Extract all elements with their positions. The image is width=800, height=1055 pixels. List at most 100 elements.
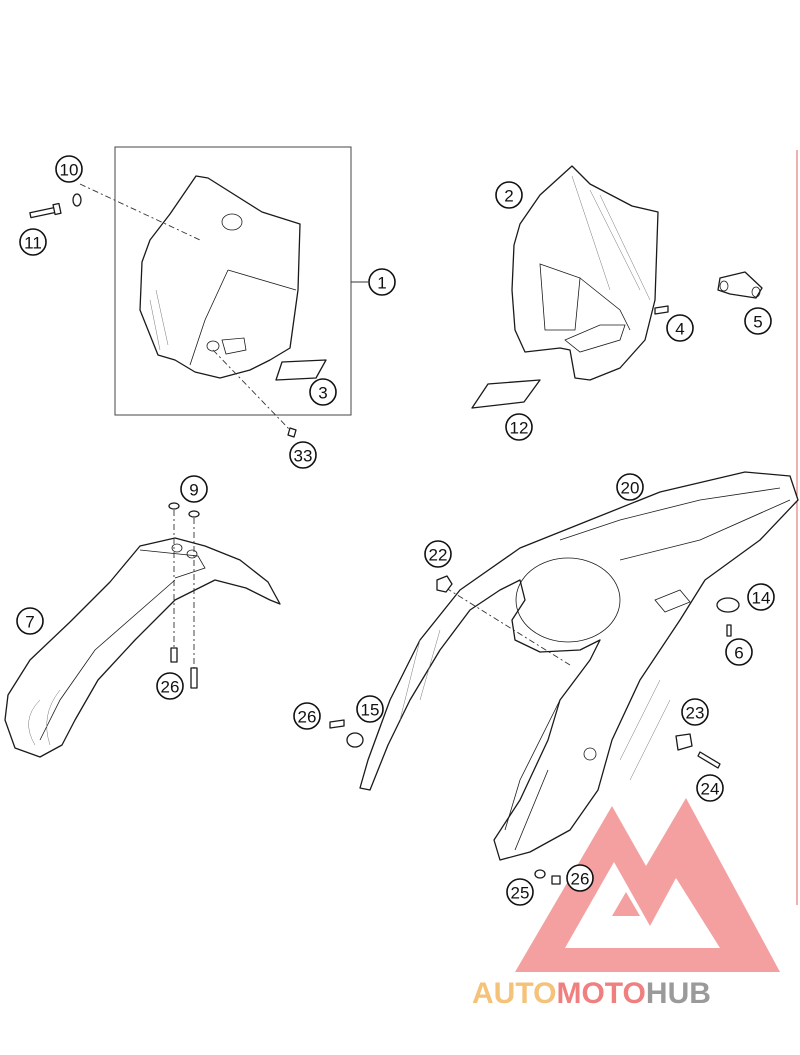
rear-fender xyxy=(359,471,799,861)
callout-label: 6 xyxy=(734,644,743,663)
callout-5: 5 xyxy=(744,307,772,335)
callout-20: 20 xyxy=(616,473,644,501)
leader-33 xyxy=(212,349,291,431)
callout-label: 5 xyxy=(753,313,762,332)
nut-23 xyxy=(675,733,693,751)
callout-label: 3 xyxy=(318,384,327,403)
callout-circle xyxy=(566,864,594,892)
callout-10: 10 xyxy=(55,155,83,183)
callout-label: 26 xyxy=(571,870,590,889)
screw-6 xyxy=(726,624,732,637)
callout-circle xyxy=(696,774,724,802)
leader-22 xyxy=(445,587,571,666)
headlight-mask xyxy=(511,165,659,381)
callout-circle xyxy=(744,307,772,335)
callout-label: 2 xyxy=(504,187,513,206)
callout-circle xyxy=(747,583,775,611)
callout-circle xyxy=(725,638,753,666)
screw-4 xyxy=(654,305,669,315)
callout-circle xyxy=(616,473,644,501)
headlight-sticker xyxy=(471,379,541,409)
callout-22: 22 xyxy=(424,540,452,568)
callout-7: 7 xyxy=(16,607,44,635)
callout-circle xyxy=(309,378,337,406)
assembly-box xyxy=(114,146,352,416)
callout-circle xyxy=(16,607,44,635)
callout-1: 1 xyxy=(368,268,396,296)
watermark-auto: AUTO xyxy=(472,977,556,1010)
callout-11: 11 xyxy=(19,228,47,256)
callout-circle xyxy=(55,155,83,183)
nut-22 xyxy=(436,575,453,593)
callout-label: 26 xyxy=(161,678,180,697)
callout-circle xyxy=(156,672,184,700)
callout-circle xyxy=(289,441,317,469)
bolt-26c xyxy=(329,719,345,729)
callout-circle xyxy=(293,702,321,730)
callout-label: 22 xyxy=(429,546,448,565)
screw-26d xyxy=(551,875,561,885)
screw-33 xyxy=(287,427,297,438)
callout-label: 15 xyxy=(361,701,380,720)
callout-label: 23 xyxy=(686,704,705,723)
callout-circle xyxy=(495,181,523,209)
callout-label: 11 xyxy=(24,234,42,253)
callout-label: 9 xyxy=(189,481,198,500)
front-fender xyxy=(4,537,281,758)
callout-24: 24 xyxy=(696,774,724,802)
callout-14: 14 xyxy=(747,583,775,611)
front-number-plate xyxy=(139,175,301,379)
watermark-moto: MOTO xyxy=(556,977,645,1010)
callout-23: 23 xyxy=(681,698,709,726)
callout-label: 14 xyxy=(752,589,771,608)
screw-11 xyxy=(29,202,62,219)
callout-label: 33 xyxy=(294,447,313,466)
bolt-26b xyxy=(190,667,198,689)
callout-label: 1 xyxy=(377,274,386,293)
callout-circle xyxy=(681,698,709,726)
holder-5 xyxy=(717,271,763,299)
callout-6: 6 xyxy=(725,638,753,666)
callout-33: 33 xyxy=(289,441,317,469)
washer-9a xyxy=(168,502,180,510)
bolt-26a xyxy=(170,647,178,663)
callout-label: 4 xyxy=(675,320,684,339)
callout-12: 12 xyxy=(505,413,533,441)
washer-10 xyxy=(72,193,82,207)
leader-10 xyxy=(79,183,201,241)
callout-label: 26 xyxy=(298,708,317,727)
callout-label: 10 xyxy=(60,161,79,180)
grommet-14 xyxy=(716,597,740,613)
callout-circle xyxy=(505,413,533,441)
callout-label: 25 xyxy=(511,884,530,903)
callout-circle xyxy=(368,268,396,296)
callout-15: 15 xyxy=(356,695,384,723)
callout-4: 4 xyxy=(666,314,694,342)
callout-circle xyxy=(356,695,384,723)
washer-25 xyxy=(534,869,546,879)
callout-label: 24 xyxy=(701,780,720,799)
callout-3: 3 xyxy=(309,378,337,406)
callout-circle xyxy=(180,475,208,503)
callout-25: 25 xyxy=(506,878,534,906)
callout-26: 26 xyxy=(156,672,184,700)
callout-26: 26 xyxy=(293,702,321,730)
watermark-text: AUTOMOTOHUB xyxy=(472,977,711,1010)
callout-circle xyxy=(424,540,452,568)
callout-26: 26 xyxy=(566,864,594,892)
callout-label: 20 xyxy=(621,479,640,498)
washer-9b xyxy=(188,510,200,518)
callout-label: 7 xyxy=(25,613,34,632)
callout-circle xyxy=(506,878,534,906)
watermark-logo xyxy=(515,798,780,972)
watermark-hub: HUB xyxy=(646,977,711,1010)
callout-9: 9 xyxy=(180,475,208,503)
callout-circle xyxy=(666,314,694,342)
callout-2: 2 xyxy=(495,181,523,209)
number-plate-sticker xyxy=(275,359,327,381)
callout-label: 12 xyxy=(510,419,529,438)
callout-circle xyxy=(19,228,47,256)
grommet-15 xyxy=(346,732,364,748)
bolt-24 xyxy=(697,751,721,769)
